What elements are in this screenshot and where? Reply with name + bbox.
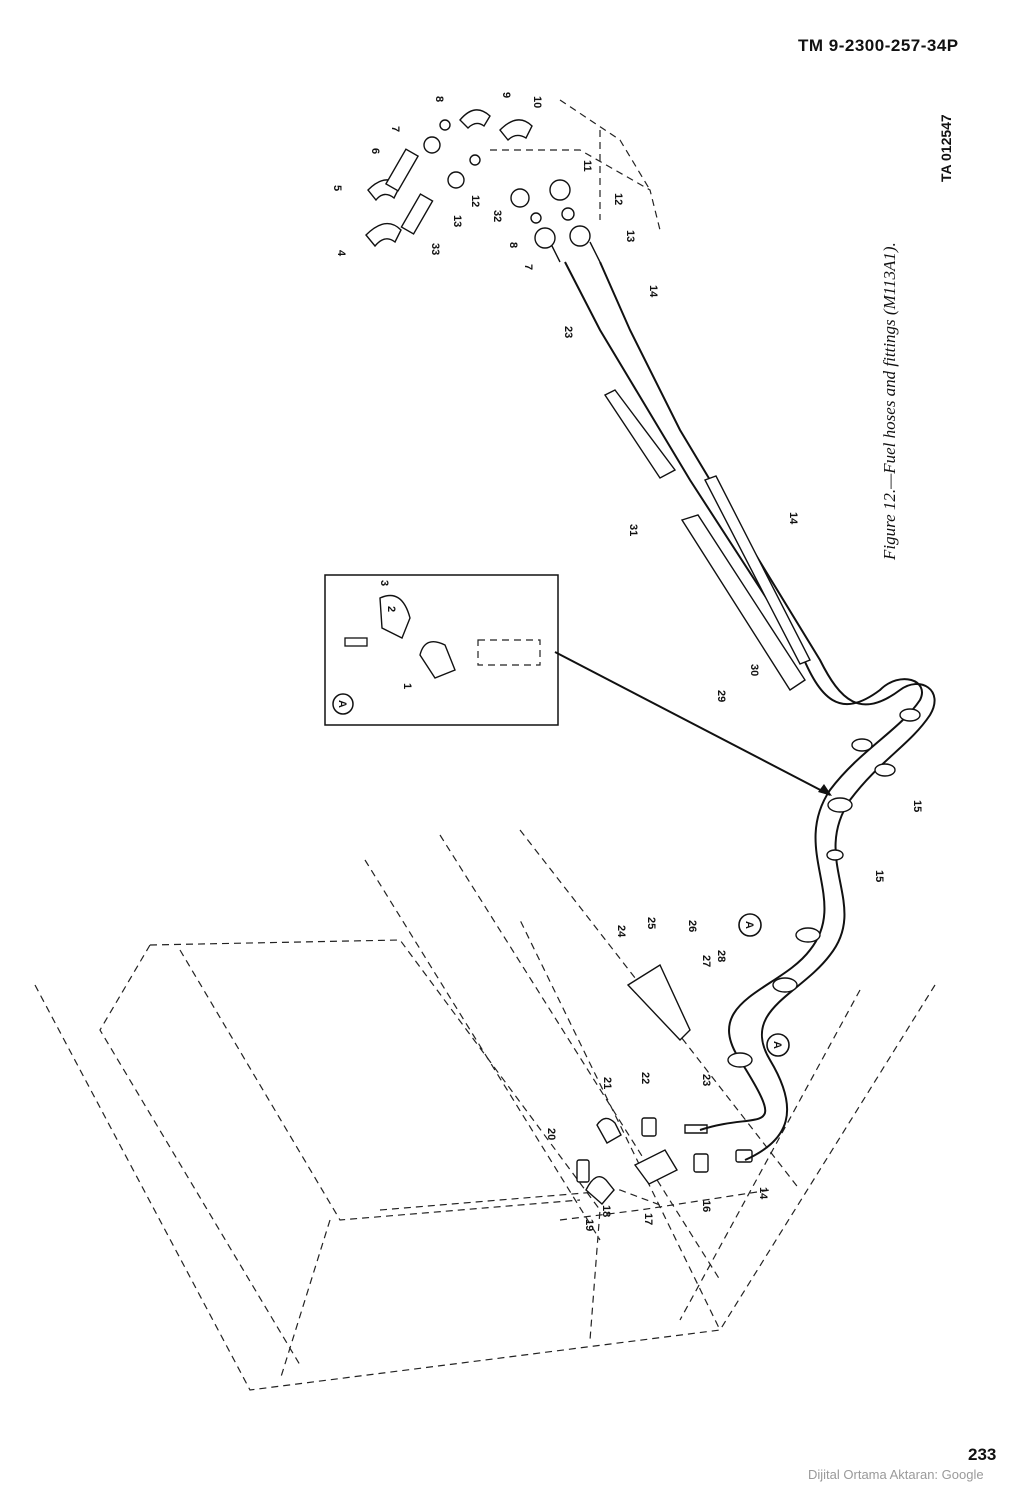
- callout-21: 21: [601, 1077, 613, 1089]
- callout-labels: 2 3 1 4 5 6 7 8 9 10 11 12 12 13 13 32 3…: [331, 92, 923, 1231]
- callout-30: 30: [748, 664, 760, 676]
- callout-20: 20: [545, 1128, 557, 1140]
- callout-29: 29: [715, 690, 727, 702]
- svg-text:A: A: [743, 921, 755, 929]
- callout-2: 2: [385, 606, 397, 612]
- callout-23a: 23: [562, 326, 574, 338]
- callout-3: 3: [378, 580, 390, 586]
- callout-33: 33: [429, 243, 441, 255]
- callout-24: 24: [615, 925, 627, 938]
- callout-14b: 14: [787, 512, 799, 525]
- callout-32: 32: [491, 210, 503, 222]
- callout-18: 18: [600, 1205, 612, 1217]
- callout-10: 10: [531, 96, 543, 108]
- page-number: 233: [968, 1445, 997, 1464]
- callout-4: 4: [335, 250, 347, 257]
- top-dashed-outline: [490, 99, 661, 231]
- callout-27: 27: [700, 955, 712, 967]
- callout-8a: 8: [433, 96, 445, 102]
- detail-inset-a: [324, 574, 559, 726]
- digitization-credit: Dijital Ortama Aktaran: Google: [808, 1467, 984, 1482]
- figure-caption: Figure 12.—Fuel hoses and fittings (M113…: [880, 242, 899, 560]
- callout-14c: 14: [757, 1187, 769, 1200]
- callout-5: 5: [331, 185, 343, 191]
- callout-14a: 14: [647, 285, 659, 298]
- detail-markers: A A A: [336, 700, 790, 1057]
- callout-25: 25: [645, 917, 657, 929]
- callout-19: 19: [583, 1219, 595, 1231]
- callout-15a: 15: [911, 800, 923, 812]
- callout-12a: 12: [469, 195, 481, 207]
- svg-text:A: A: [771, 1041, 783, 1049]
- callout-12b: 12: [612, 193, 624, 205]
- callout-8b: 8: [507, 242, 519, 248]
- fuel-tank-outline: [34, 829, 936, 1391]
- callout-13b: 13: [624, 230, 636, 242]
- fuel-hoses: [549, 241, 936, 1161]
- callout-22: 22: [639, 1072, 651, 1084]
- detail-pointer-arrow: [818, 784, 832, 796]
- document-number: TM 9-2300-257-34P: [798, 36, 959, 55]
- callout-7b: 7: [522, 264, 534, 270]
- lower-fittings: [576, 1117, 753, 1205]
- callout-31: 31: [627, 524, 639, 536]
- callout-23b: 23: [700, 1074, 712, 1086]
- callout-26: 26: [686, 920, 698, 932]
- callout-11: 11: [581, 160, 593, 172]
- callout-7a: 7: [389, 126, 401, 132]
- clamps: [727, 708, 921, 1068]
- callout-28: 28: [715, 950, 727, 962]
- callout-17: 17: [642, 1213, 654, 1225]
- callout-16: 16: [700, 1200, 712, 1212]
- detail-pointer: [554, 651, 831, 796]
- callout-9: 9: [500, 92, 512, 98]
- inset-label: A: [336, 700, 348, 708]
- channels: [603, 389, 811, 1042]
- callout-6: 6: [369, 148, 381, 154]
- callout-15b: 15: [873, 870, 885, 882]
- callout-1: 1: [401, 683, 413, 689]
- top-fittings: [365, 109, 591, 249]
- callout-13a: 13: [451, 215, 463, 227]
